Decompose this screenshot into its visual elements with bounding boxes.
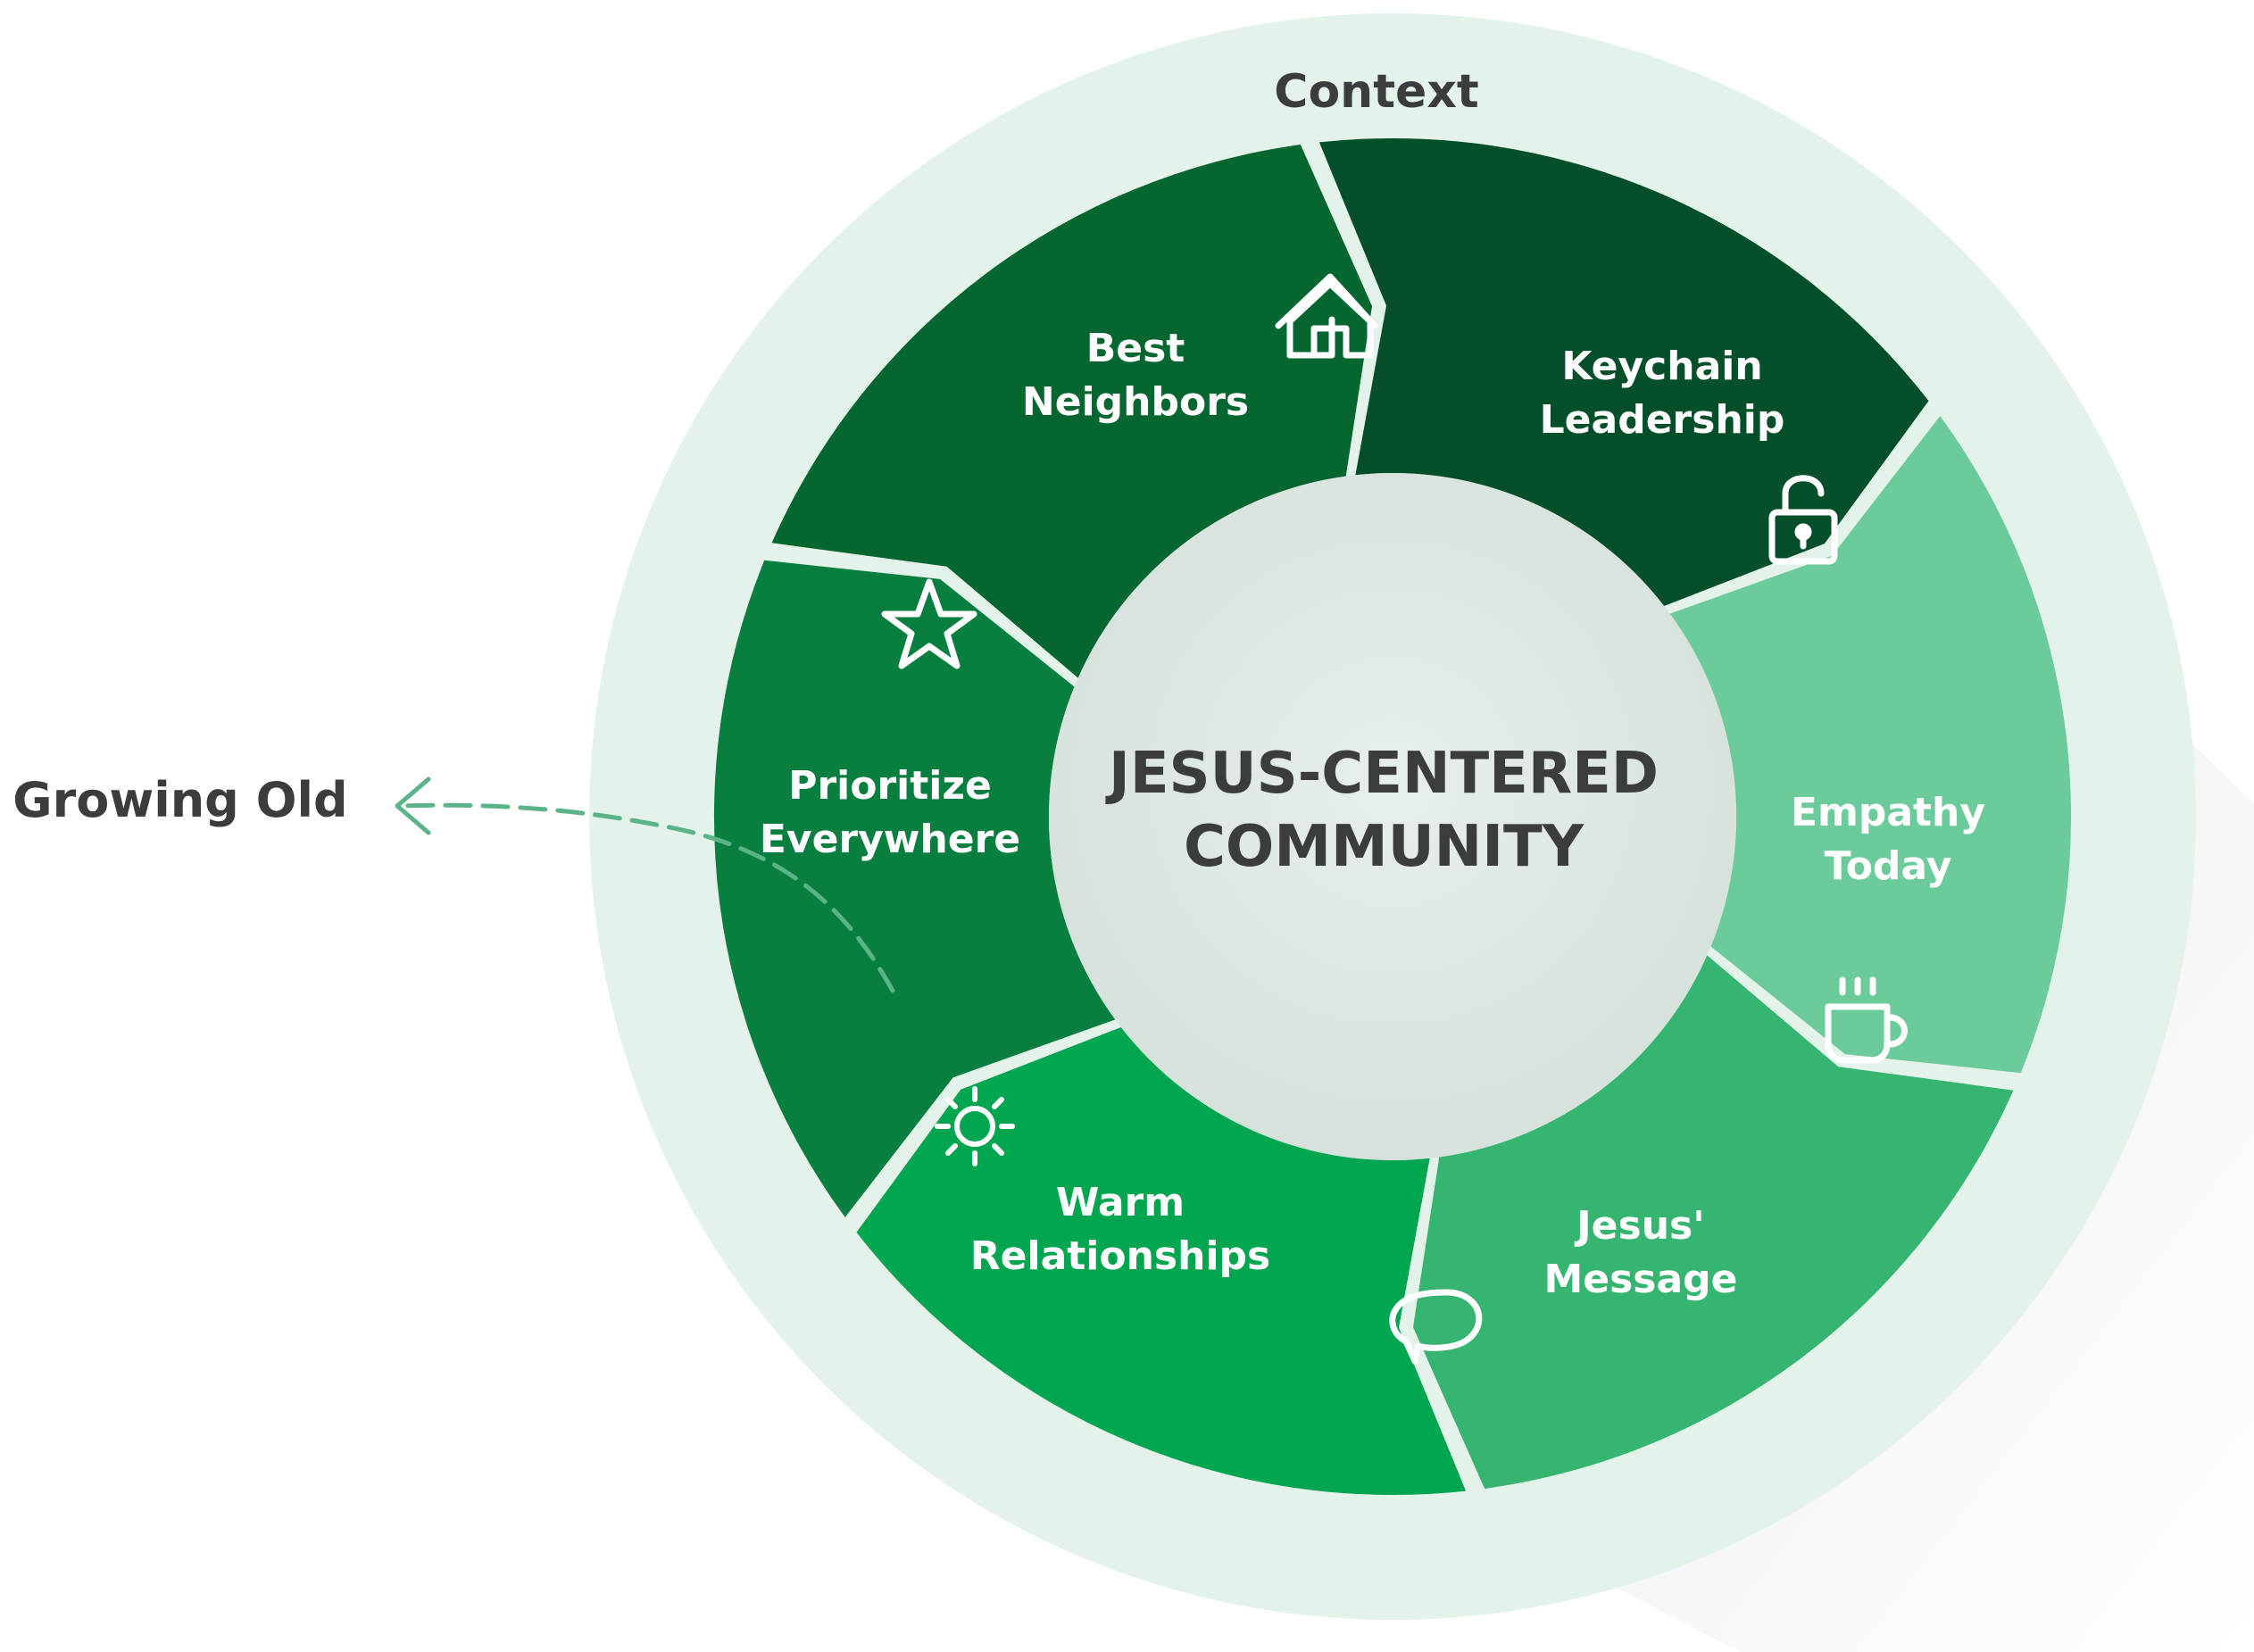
segment-label-empathy-2: Today xyxy=(1825,843,1952,889)
segment-jesus-message xyxy=(856,1027,1467,1496)
segment-label-jesus-message-2: Message xyxy=(1543,1257,1737,1302)
segment-warm-relationships xyxy=(713,560,1116,1217)
growing-old-label: Growing Old xyxy=(12,772,347,828)
house-icon xyxy=(1275,273,1378,359)
growing-old-arrow-line xyxy=(399,802,895,993)
unlock-icon xyxy=(1768,475,1838,565)
segment-label-empathy-1: Empathy xyxy=(1791,790,1985,835)
segment-keychain-leadership xyxy=(1669,416,2072,1074)
segment-label-warm-2: Relationships xyxy=(970,1233,1270,1279)
center-title-line1: JESUS-CENTERED xyxy=(1105,741,1659,807)
segment-best-neighbors xyxy=(1318,137,1929,607)
segment-label-prioritize-2: Everywhere xyxy=(760,817,1020,862)
segment-label-keychain-1: Keychain xyxy=(1561,344,1762,389)
sun-icon xyxy=(935,1086,1015,1166)
center-circle xyxy=(1049,473,1736,1160)
segment-label-prioritize-1: Prioritize xyxy=(788,763,992,809)
context-label: Context xyxy=(1274,65,1478,119)
center-title-line2: COMMUNITY xyxy=(1184,814,1584,880)
arrow-head-icon xyxy=(395,776,431,835)
segment-prioritize-everywhere xyxy=(771,145,1372,678)
segment-label-warm-1: Warm xyxy=(1056,1180,1185,1225)
star-icon xyxy=(881,578,977,669)
coffee-cup-icon xyxy=(1825,976,1908,1064)
segments-layer xyxy=(713,137,2072,1496)
speech-bubble-icon xyxy=(1389,1289,1483,1365)
segment-label-best-neighbors-2: Neighbors xyxy=(1022,379,1249,425)
segment-label-jesus-message-1: Jesus' xyxy=(1574,1203,1704,1249)
segment-label-keychain-2: Leadership xyxy=(1540,397,1785,443)
segment-empathy-today xyxy=(1413,955,2014,1489)
segment-label-best-neighbors-1: Best xyxy=(1086,326,1185,371)
